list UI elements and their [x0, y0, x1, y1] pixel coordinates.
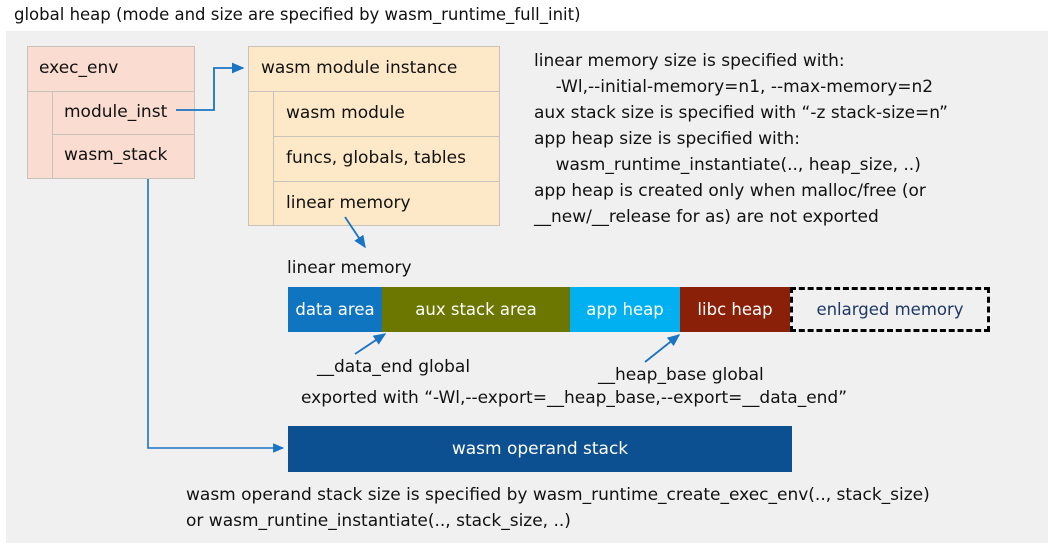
- exec-env-title: exec_env: [39, 58, 119, 78]
- wasm-operand-stack-box: wasm operand stack: [288, 426, 792, 472]
- exec-env-box: exec_env module_inst wasm_stack: [27, 46, 195, 179]
- wasm-module-instance-row-linear-memory: linear memory: [274, 182, 499, 227]
- exec-env-indent-column: [28, 92, 53, 178]
- exec-env-row-module-inst: module_inst: [53, 92, 194, 135]
- exec-env-row-wasm-stack: wasm_stack: [53, 135, 194, 178]
- funcs-globals-tables-label: funcs, globals, tables: [286, 148, 466, 168]
- configuration-notes: linear memory size is specified with: -W…: [534, 51, 948, 227]
- wasm-module-instance-row-wasm-module: wasm module: [274, 92, 499, 137]
- memory-segment-aux-stack-area: aux stack area: [382, 287, 570, 332]
- page-title: global heap (mode and size are specified…: [14, 5, 581, 24]
- wasm-module-instance-indent-column: [249, 92, 274, 225]
- wasm-module-label: wasm module: [286, 103, 405, 123]
- exec-env-header: exec_env: [28, 47, 194, 92]
- heap-base-annotation: __heap_base global: [598, 365, 764, 385]
- export-flags-annotation: exported with “-Wl,--export=__heap_base,…: [301, 388, 848, 408]
- wasm-module-instance-header: wasm module instance: [249, 47, 499, 92]
- wasm-module-instance-row-funcs-globals-tables: funcs, globals, tables: [274, 137, 499, 182]
- wasm-operand-stack-label: wasm operand stack: [451, 439, 629, 459]
- exec-env-module-inst-label: module_inst: [64, 102, 168, 122]
- data-end-annotation: __data_end global: [317, 357, 471, 377]
- memory-segment-libc-heap: libc heap: [680, 287, 790, 332]
- wasm-module-instance-title: wasm module instance: [261, 58, 458, 78]
- operand-stack-note: wasm operand stack size is specified by …: [186, 485, 930, 531]
- exec-env-wasm-stack-label: wasm_stack: [64, 145, 168, 165]
- linear-memory-row-label: linear memory: [286, 193, 411, 213]
- wasm-module-instance-box: wasm module instance wasm module funcs, …: [248, 46, 500, 226]
- memory-segment-app-heap: app heap: [570, 287, 680, 332]
- linear-memory-label: linear memory: [287, 258, 412, 278]
- memory-segment-enlarged-memory: enlarged memory: [790, 287, 990, 332]
- memory-segment-data-area: data area: [288, 287, 382, 332]
